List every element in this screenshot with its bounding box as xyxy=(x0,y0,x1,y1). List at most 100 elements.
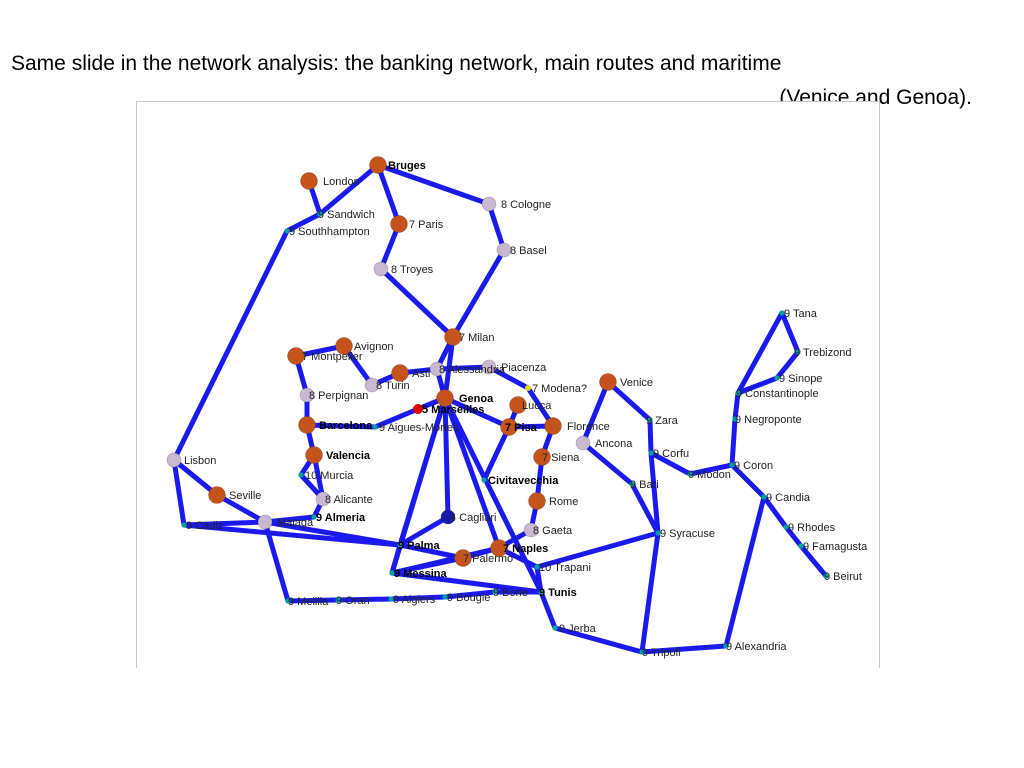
node-piacenza[interactable] xyxy=(481,359,497,375)
node-bari[interactable] xyxy=(629,481,635,487)
node-rhodes[interactable] xyxy=(783,524,789,530)
label-marseilles: 5 Marseilles xyxy=(422,404,484,416)
label-corfu: 9 Corfu xyxy=(653,448,689,460)
node-seville[interactable] xyxy=(208,486,226,504)
node-basel[interactable] xyxy=(496,242,512,258)
node-bruges[interactable] xyxy=(369,156,387,174)
node-asti[interactable] xyxy=(391,364,409,382)
node-gaeta[interactable] xyxy=(523,522,539,538)
edge-alessandria-piacenza xyxy=(434,364,492,372)
label-bruges: Bruges xyxy=(388,160,426,172)
node-famagusta[interactable] xyxy=(798,543,804,549)
node-perpignan[interactable] xyxy=(299,387,315,403)
node-tunis[interactable] xyxy=(538,589,544,595)
node-constantinople[interactable] xyxy=(735,390,741,396)
node-civitavecchia[interactable] xyxy=(481,477,487,483)
node-messina[interactable] xyxy=(389,570,395,576)
node-bone[interactable] xyxy=(492,589,498,595)
node-coron[interactable] xyxy=(729,462,735,468)
node-syracuse[interactable] xyxy=(655,530,661,536)
node-turin[interactable] xyxy=(364,377,380,393)
edge-modon-coron xyxy=(687,462,735,477)
edge-tunis-jerba xyxy=(538,589,558,631)
label-palma: 9 Palma xyxy=(398,540,440,552)
node-aigues[interactable] xyxy=(372,424,378,430)
node-zara[interactable] xyxy=(647,417,653,423)
label-palermo: 7 Palermo xyxy=(463,553,513,565)
node-tana[interactable] xyxy=(779,310,785,316)
node-troyes[interactable] xyxy=(373,261,389,277)
node-pisa[interactable] xyxy=(500,418,518,436)
node-negroponte[interactable] xyxy=(732,416,738,422)
node-oran[interactable] xyxy=(335,597,341,603)
node-alessandria[interactable] xyxy=(429,361,445,377)
edge-seville-malaga xyxy=(214,492,268,525)
label-zara: 9 Zara xyxy=(646,415,679,427)
node-siena[interactable] xyxy=(533,448,551,466)
node-almeria[interactable] xyxy=(311,514,317,520)
node-paris[interactable] xyxy=(390,215,408,233)
edge-tripoli-alexandria xyxy=(639,643,729,655)
edge-lisbon-seville xyxy=(171,457,220,498)
node-cagliari[interactable] xyxy=(440,509,456,525)
node-marseilles[interactable] xyxy=(413,404,423,414)
node-barcelona[interactable] xyxy=(298,416,316,434)
node-naples[interactable] xyxy=(490,539,508,557)
label-milan: 7 Milan xyxy=(459,332,494,344)
edge-zara-corfu xyxy=(647,417,654,456)
label-bougie: 9 Bougie xyxy=(447,592,490,604)
node-lisbon[interactable] xyxy=(166,452,182,468)
node-palermo[interactable] xyxy=(454,549,472,567)
node-alicante[interactable] xyxy=(315,491,331,507)
node-montpelier[interactable] xyxy=(287,347,305,365)
node-beirut[interactable] xyxy=(823,573,829,579)
edge-bougie-bone xyxy=(442,589,498,600)
node-palma[interactable] xyxy=(397,542,403,548)
node-lucca[interactable] xyxy=(509,396,527,414)
label-modena: 7 Modena? xyxy=(532,383,587,395)
node-rome[interactable] xyxy=(528,492,546,510)
node-bougie[interactable] xyxy=(442,594,448,600)
node-venice[interactable] xyxy=(599,373,617,391)
node-florence[interactable] xyxy=(544,417,562,435)
node-valencia[interactable] xyxy=(305,446,323,464)
node-candia[interactable] xyxy=(761,494,767,500)
edge-messina-palermo xyxy=(389,555,466,576)
node-corfu[interactable] xyxy=(648,450,654,456)
node-london[interactable] xyxy=(300,172,318,190)
edge-alexandria-candia xyxy=(723,494,767,649)
label-gaeta: 8 Gaeta xyxy=(533,525,573,537)
node-ancona[interactable] xyxy=(575,435,591,451)
label-beirut: 9 Beirut xyxy=(824,571,862,583)
node-murcia[interactable] xyxy=(298,472,304,478)
node-sandwich[interactable] xyxy=(317,211,323,217)
node-melilla[interactable] xyxy=(285,598,291,604)
node-southhampton[interactable] xyxy=(284,228,290,234)
label-famagusta: 9 Famagusta xyxy=(803,541,868,553)
edge-venice-zara xyxy=(605,379,653,423)
node-modena[interactable] xyxy=(525,385,531,391)
node-avignon[interactable] xyxy=(335,337,353,355)
node-malaga[interactable] xyxy=(257,514,273,530)
node-alexandria[interactable] xyxy=(723,643,729,649)
label-bari: 9 Bari xyxy=(630,479,659,491)
node-cologne[interactable] xyxy=(481,196,497,212)
node-tripoli[interactable] xyxy=(639,649,645,655)
edge-coron-candia xyxy=(729,462,767,500)
node-trapani[interactable] xyxy=(534,564,540,570)
node-modon[interactable] xyxy=(687,471,693,477)
edge-genoa-naples xyxy=(442,395,502,551)
node-cadiz[interactable] xyxy=(181,522,187,528)
label-lisbon: Lisbon xyxy=(184,455,216,467)
label-turin: 8 Turin xyxy=(376,380,410,392)
node-algiers[interactable] xyxy=(388,596,394,602)
label-southhampton: 9 Southhampton xyxy=(289,226,370,238)
node-trebizond[interactable] xyxy=(795,349,801,355)
node-sinope[interactable] xyxy=(774,375,780,381)
label-malaga: Malaga xyxy=(277,517,314,529)
node-milan[interactable] xyxy=(444,328,462,346)
node-jerba[interactable] xyxy=(552,625,558,631)
node-genoa[interactable] xyxy=(436,389,454,407)
label-genoa: Genoa xyxy=(459,393,494,405)
label-avignon: Avignon xyxy=(354,341,394,353)
